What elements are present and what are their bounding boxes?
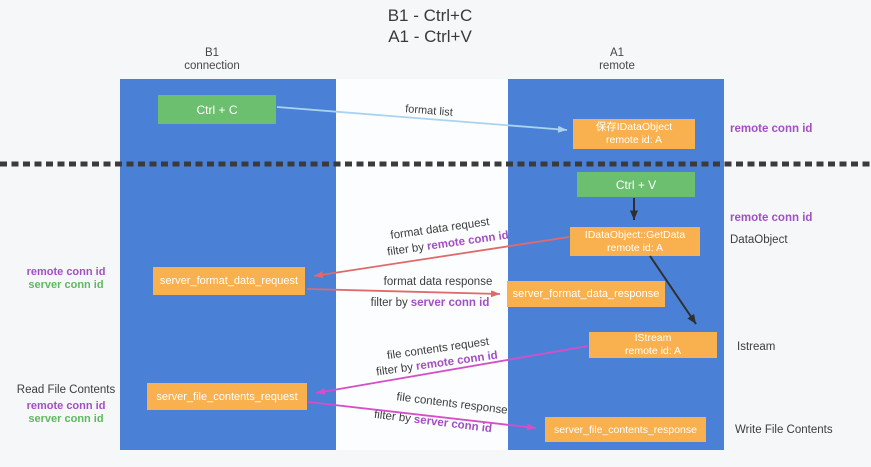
- ctrl-v-label: Ctrl + V: [615, 177, 657, 192]
- edge-label-format-data-response: format data response: [383, 276, 493, 288]
- save-idataobject-line2: remote id: A: [605, 134, 663, 146]
- getdata-line1: IDataObject::GetData: [584, 228, 686, 241]
- left-conn-id-block-bottom: remote conn id server conn id: [8, 400, 124, 426]
- write-file-contents-label: Write File Contents: [735, 424, 833, 436]
- server-file-contents-request-label: server_file_contents_request: [156, 390, 298, 403]
- lane-header-b1: B1 connection: [132, 47, 292, 72]
- title-line-2: A1 - Ctrl+V: [388, 27, 472, 46]
- box-istream: IStream remote id: A: [589, 332, 717, 358]
- lane-a1-name: A1: [609, 47, 625, 59]
- save-idataobject-line1: 保存IDataObject: [595, 121, 673, 133]
- right-remote-conn-id-1: remote conn id: [730, 123, 813, 135]
- lane-b1-subtitle: connection: [184, 59, 240, 72]
- ctrl-c-label: Ctrl + C: [196, 102, 238, 117]
- istream-side-label: Istream: [737, 341, 776, 353]
- box-server-file-contents-response: server_file_contents_response: [545, 417, 706, 442]
- istream-line1: IStream: [634, 332, 672, 344]
- server-format-data-response-label: server_format_data_response: [512, 288, 660, 300]
- box-server-format-data-response: server_format_data_response: [507, 281, 665, 307]
- dataobject-label: DataObject: [730, 234, 788, 246]
- server-file-contents-response-label: server_file_contents_response: [553, 423, 697, 436]
- read-file-contents-label: Read File Contents: [16, 384, 116, 396]
- lane-b1-name: B1: [204, 47, 220, 59]
- lane-a1-subtitle: remote: [599, 59, 635, 72]
- box-server-file-contents-request: server_file_contents_request: [147, 383, 307, 410]
- box-save-idataobject: 保存IDataObject remote id: A: [573, 119, 695, 149]
- box-ctrl-c: Ctrl + C: [158, 95, 276, 124]
- right-remote-conn-id-2: remote conn id: [730, 212, 813, 224]
- lane-header-a1: A1 remote: [537, 47, 697, 72]
- server-conn-id-text: server conn id: [410, 297, 490, 309]
- left-remote-conn-id-2: remote conn id: [26, 400, 106, 412]
- left-server-conn-id-2: server conn id: [28, 413, 104, 425]
- diagram-title: B1 - Ctrl+C A1 - Ctrl+V: [280, 5, 580, 47]
- title-line-1: B1 - Ctrl+C: [387, 6, 473, 25]
- server-format-data-request-label: server_format_data_request: [159, 275, 299, 287]
- box-server-format-data-request: server_format_data_request: [153, 267, 305, 295]
- box-idataobject-getdata: IDataObject::GetData remote id: A: [570, 227, 700, 256]
- left-conn-id-block-top: remote conn id server conn id: [8, 266, 124, 292]
- filter-by-text: filter by: [370, 297, 408, 309]
- left-server-conn-id-1: server conn id: [28, 279, 104, 291]
- getdata-line2: remote id: A: [606, 241, 664, 254]
- box-ctrl-v: Ctrl + V: [577, 172, 695, 197]
- left-remote-conn-id-1: remote conn id: [26, 266, 106, 278]
- istream-line2: remote id: A: [624, 345, 682, 357]
